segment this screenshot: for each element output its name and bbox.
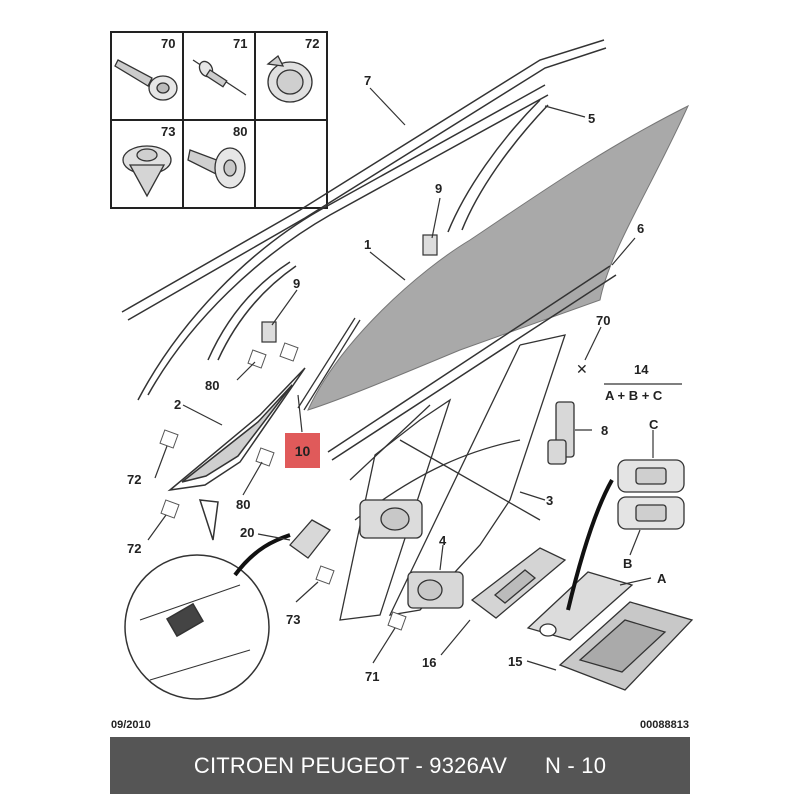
switch-C [617, 459, 685, 493]
clip-72-icon [266, 54, 313, 103]
callout-20: 20 [240, 525, 254, 540]
switch-B [617, 496, 685, 530]
callout-7: 7 [364, 73, 371, 88]
callout-C: C [649, 417, 659, 432]
push-pin-80-icon [187, 147, 246, 189]
callout-8: 8 [601, 423, 608, 438]
legend-label-71: 71 [233, 36, 247, 51]
callout-9-lower: 9 [293, 276, 300, 291]
callout-A: A [657, 571, 667, 586]
diagram-date: 09/2010 [111, 719, 151, 731]
callout-4: 4 [439, 533, 447, 548]
legend-label-80: 80 [233, 124, 247, 139]
footer-spacer [507, 753, 545, 779]
callout-5: 5 [588, 111, 595, 126]
highlighted-callout-10: 10 [285, 433, 320, 468]
screw-70-icon [114, 59, 178, 101]
window-motor-4 [407, 571, 464, 609]
bracket-8 [547, 401, 575, 465]
switch-pointer [566, 479, 614, 611]
switch-panel-16 [470, 547, 567, 619]
callout-71: 71 [365, 669, 379, 684]
footer-title: CITROEN PEUGEOT - 9326AV [193, 752, 508, 778]
clip-73-icon [122, 145, 172, 198]
clip-9-upper [422, 234, 438, 256]
callout-3: 3 [546, 493, 553, 508]
footer-page: N - 10 [545, 752, 607, 778]
switch-panel-A [526, 571, 634, 641]
callout-70: 70 [596, 313, 610, 328]
callout-2: 2 [174, 397, 181, 412]
callout-80-upper: 80 [205, 378, 219, 393]
door-glass [307, 104, 690, 411]
connector-20 [289, 519, 331, 559]
window-seal-7 [121, 39, 607, 321]
callout-80-lower: 80 [236, 497, 250, 512]
callout-15: 15 [508, 654, 522, 669]
callout-9-upper: 9 [435, 181, 442, 196]
callout-14-formula: A + B + C [605, 388, 663, 403]
clip-9-lower [261, 321, 277, 343]
window-frame-5 [137, 84, 549, 401]
callout-B: B [623, 556, 632, 571]
cross-marker-icon: ✕ [576, 362, 588, 378]
belt-seal-6 [327, 265, 617, 461]
callout-6: 6 [637, 221, 644, 236]
trim-strip-10 [297, 317, 361, 411]
fastener-legend-grid [110, 31, 328, 209]
legend-label-72: 72 [305, 36, 319, 51]
detail-inset [124, 554, 270, 700]
fastener-markers [159, 342, 407, 631]
diagram-reference: 00088813 [640, 719, 689, 731]
leader-lines [147, 87, 654, 671]
callout-1: 1 [364, 237, 371, 252]
callout-14: 14 [634, 362, 649, 377]
legend-label-70: 70 [161, 36, 175, 51]
legend-label-73: 73 [161, 124, 175, 139]
switch-panel-15 [558, 601, 694, 691]
rivet-71-icon [192, 59, 247, 96]
callout-16: 16 [422, 655, 436, 670]
callout-72-lower: 72 [127, 541, 141, 556]
callout-73: 73 [286, 612, 300, 627]
quarter-glass-2 [167, 367, 306, 541]
footer-title-bar: CITROEN PEUGEOT - 9326AV N - 10 [110, 737, 690, 794]
detail-pointer [233, 533, 291, 577]
callout-72-upper: 72 [127, 472, 141, 487]
regulator-motor-assembly [359, 499, 423, 539]
